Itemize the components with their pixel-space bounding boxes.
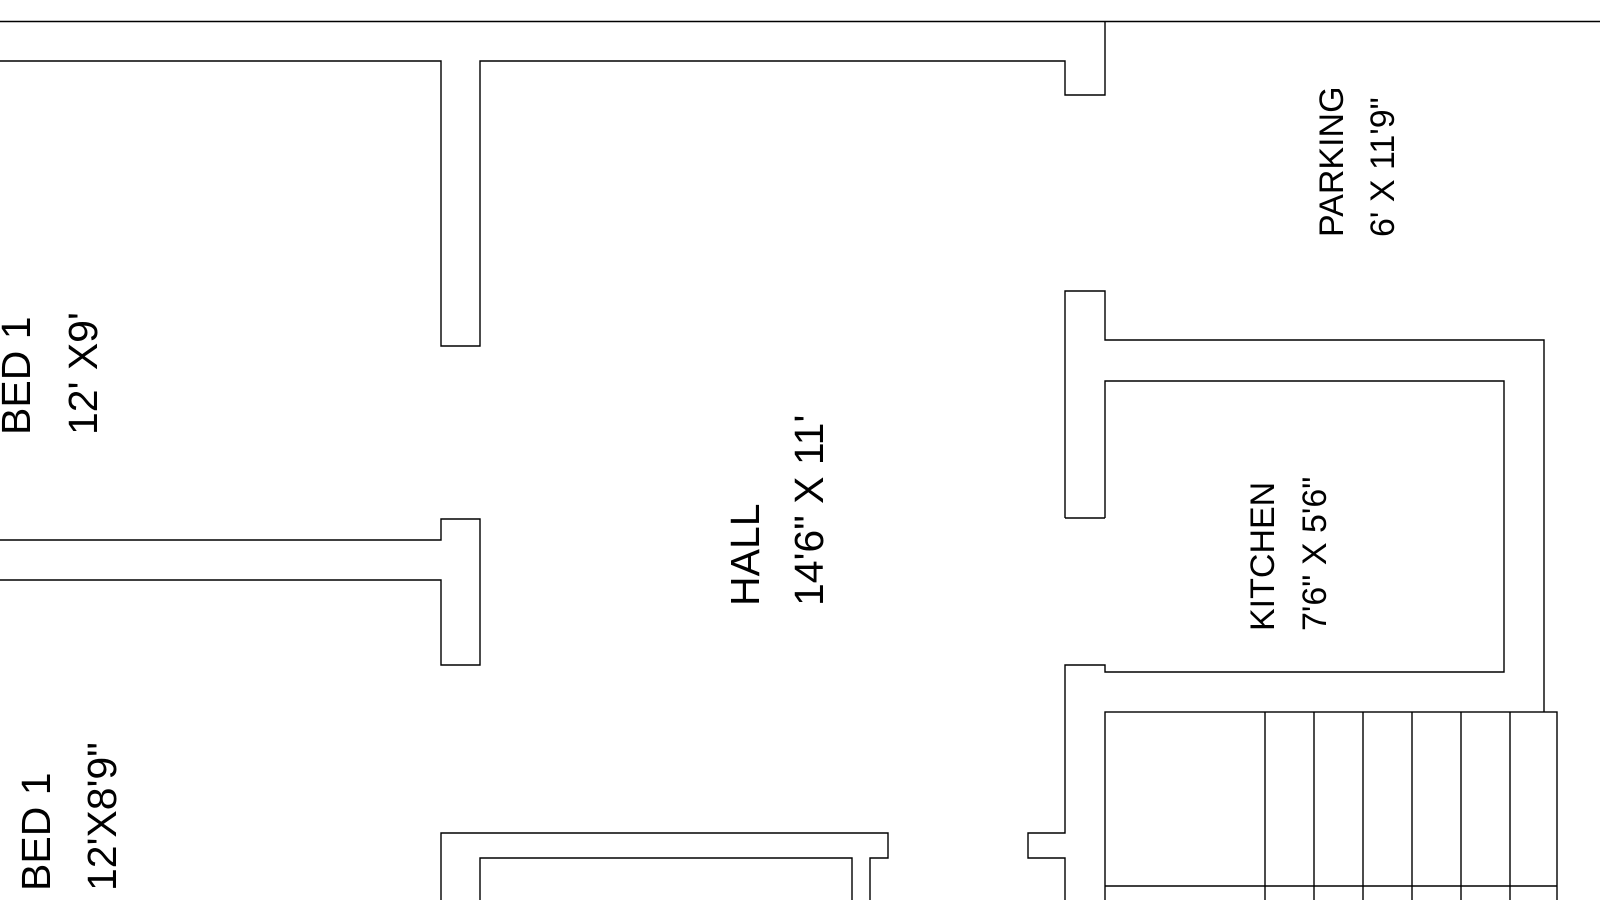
room-name-kitchen: KITCHEN (1244, 482, 1282, 631)
room-name-bed-bottom: BED 1 (13, 773, 59, 892)
lower-room-outer-wall (440, 832, 889, 900)
room-size-hall: 14'6" X 11' (786, 415, 832, 606)
room-name-hall: HALL (722, 503, 768, 606)
top-bed-wall (0, 21, 1106, 347)
staircase (1104, 711, 1558, 900)
kitchen-inner-wall (1027, 380, 1505, 900)
room-size-bed-bottom: 12'X8'9" (79, 742, 125, 891)
walls (0, 21, 1545, 900)
room-size-kitchen: 7'6" X 5'6" (1296, 477, 1334, 631)
room-size-parking: 6' X 11'9" (1364, 97, 1402, 237)
room-size-bed-top: 12' X9' (60, 312, 106, 435)
bed-partition-wall (0, 518, 481, 666)
lower-room-inner-wall (479, 857, 853, 900)
room-name-parking: PARKING (1313, 86, 1351, 237)
kitchen-outer-wall (1064, 290, 1545, 712)
room-labels: BED 1 12' X9' BED 1 12'X8'9" HALL 14'6" … (0, 86, 1402, 891)
room-name-bed-top: BED 1 (0, 317, 39, 436)
